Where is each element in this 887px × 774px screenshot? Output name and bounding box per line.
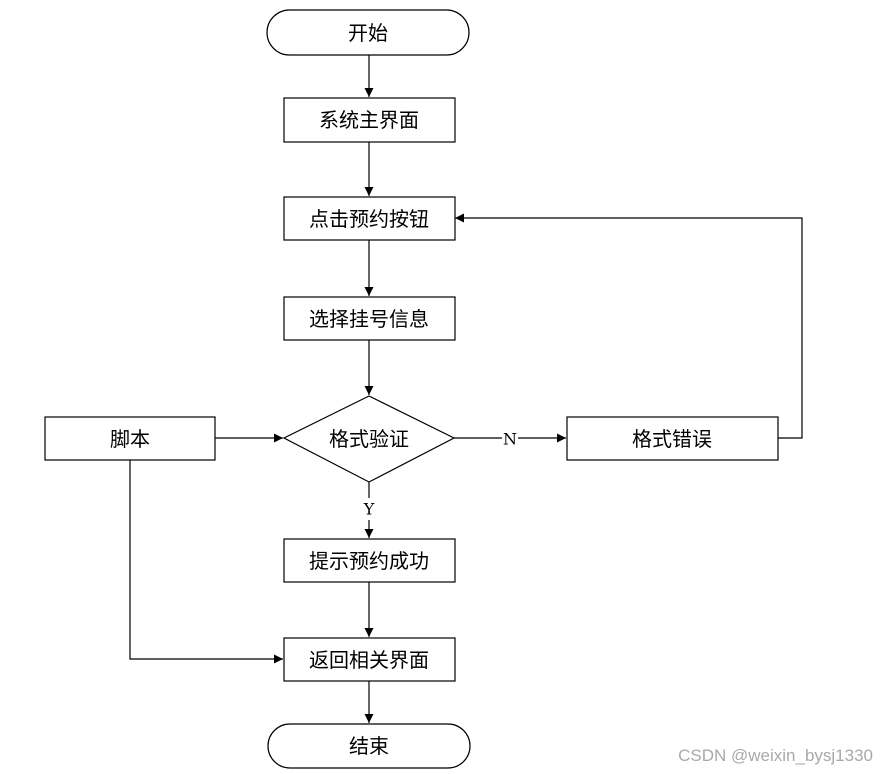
watermark: CSDN @weixin_bysj1330: [678, 746, 873, 765]
script-box: [44, 416, 216, 461]
main-ui-label: 系统主界面: [319, 108, 419, 132]
success-box: [283, 538, 456, 583]
script-label: 脚本: [110, 427, 150, 451]
start-label: 开始: [348, 21, 388, 45]
validate-label: 格式验证: [329, 427, 409, 451]
end-terminal: [267, 723, 471, 769]
select-info-label: 选择挂号信息: [309, 307, 429, 331]
return-page-label: 返回相关界面: [309, 648, 429, 672]
start-terminal: [266, 9, 470, 56]
main-ui-box: [283, 97, 456, 143]
edge-error-click: [455, 213, 803, 439]
validate-decision: [282, 395, 456, 483]
click-book-label: 点击预约按钮: [309, 207, 429, 231]
format-error-label: 格式错误: [632, 427, 712, 451]
edge-label-yes: Y: [363, 500, 375, 519]
format-error-box: [566, 416, 779, 461]
success-label: 提示预约成功: [309, 549, 429, 573]
end-label: 结束: [349, 734, 389, 758]
edge-script-return: [129, 460, 283, 664]
click-book-box: [283, 196, 456, 241]
select-info-box: [283, 296, 456, 341]
edge-label-no: N: [503, 430, 517, 449]
return-page-box: [283, 637, 456, 682]
